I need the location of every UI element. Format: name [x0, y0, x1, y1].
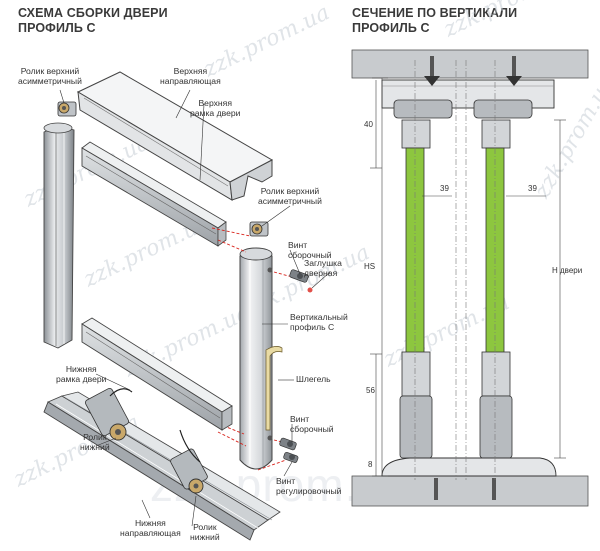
screw-adjust	[283, 452, 299, 463]
ceiling-screw	[424, 56, 440, 86]
label-bottom-roller-2: Ролик нижний	[190, 522, 220, 542]
label-bottom-roller-1: Ролик нижний	[80, 432, 110, 452]
ceiling-screw	[506, 56, 522, 86]
bottom-roller-2	[170, 429, 208, 494]
label-vertical-profile: Вертикальный профиль С	[290, 312, 348, 332]
label-bottom-frame: Нижняя рамка двери	[56, 364, 107, 384]
left-title: СХЕМА СБОРКИ ДВЕРИ ПРОФИЛЬ С	[18, 6, 168, 35]
label-top-roller-asym-2: Ролик верхний асимметричный	[258, 186, 322, 206]
label-top-frame: Верхняя рамка двери	[190, 98, 241, 118]
label-top-guide: Верхняя направляющая	[160, 66, 221, 86]
label-bottom-guide: Нижняя направляющая	[120, 518, 181, 538]
top-roller-1	[57, 101, 77, 117]
screw-assembly-bottom	[279, 437, 297, 451]
vertical-section	[351, 49, 589, 507]
bottom-door-frame	[81, 317, 233, 431]
top-guide	[76, 71, 274, 201]
dim-39-right: 39	[528, 184, 537, 193]
label-door-cap: Заглушка дверная	[304, 258, 342, 278]
bottom-roller-1	[85, 387, 133, 441]
dim-8: 8	[368, 460, 373, 469]
dim-56: 56	[366, 386, 375, 395]
dim-39-left: 39	[440, 184, 449, 193]
label-schlegel: Шлегель	[296, 374, 331, 384]
leader-lines	[59, 89, 331, 527]
dim-40: 40	[364, 120, 373, 129]
top-door-frame	[81, 141, 227, 247]
label-screw-assembly-1: Винт сборочный	[288, 240, 332, 260]
vertical-profile-c	[239, 247, 283, 470]
right-title: СЕЧЕНИЕ ПО ВЕРТИКАЛИ ПРОФИЛЬ С	[352, 6, 518, 35]
dim-h-door: H двери	[552, 266, 583, 275]
label-screw-adjust: Винт регулировочный	[276, 476, 342, 496]
label-top-roller-asym-1: Ролик верхний асимметричный	[18, 66, 82, 86]
screw-assembly-top	[289, 269, 313, 293]
top-roller-2	[249, 221, 269, 237]
left-vertical-profile	[43, 122, 75, 349]
dim-hs: HS	[364, 262, 376, 271]
label-screw-assembly-2: Винт сборочный	[290, 414, 334, 434]
